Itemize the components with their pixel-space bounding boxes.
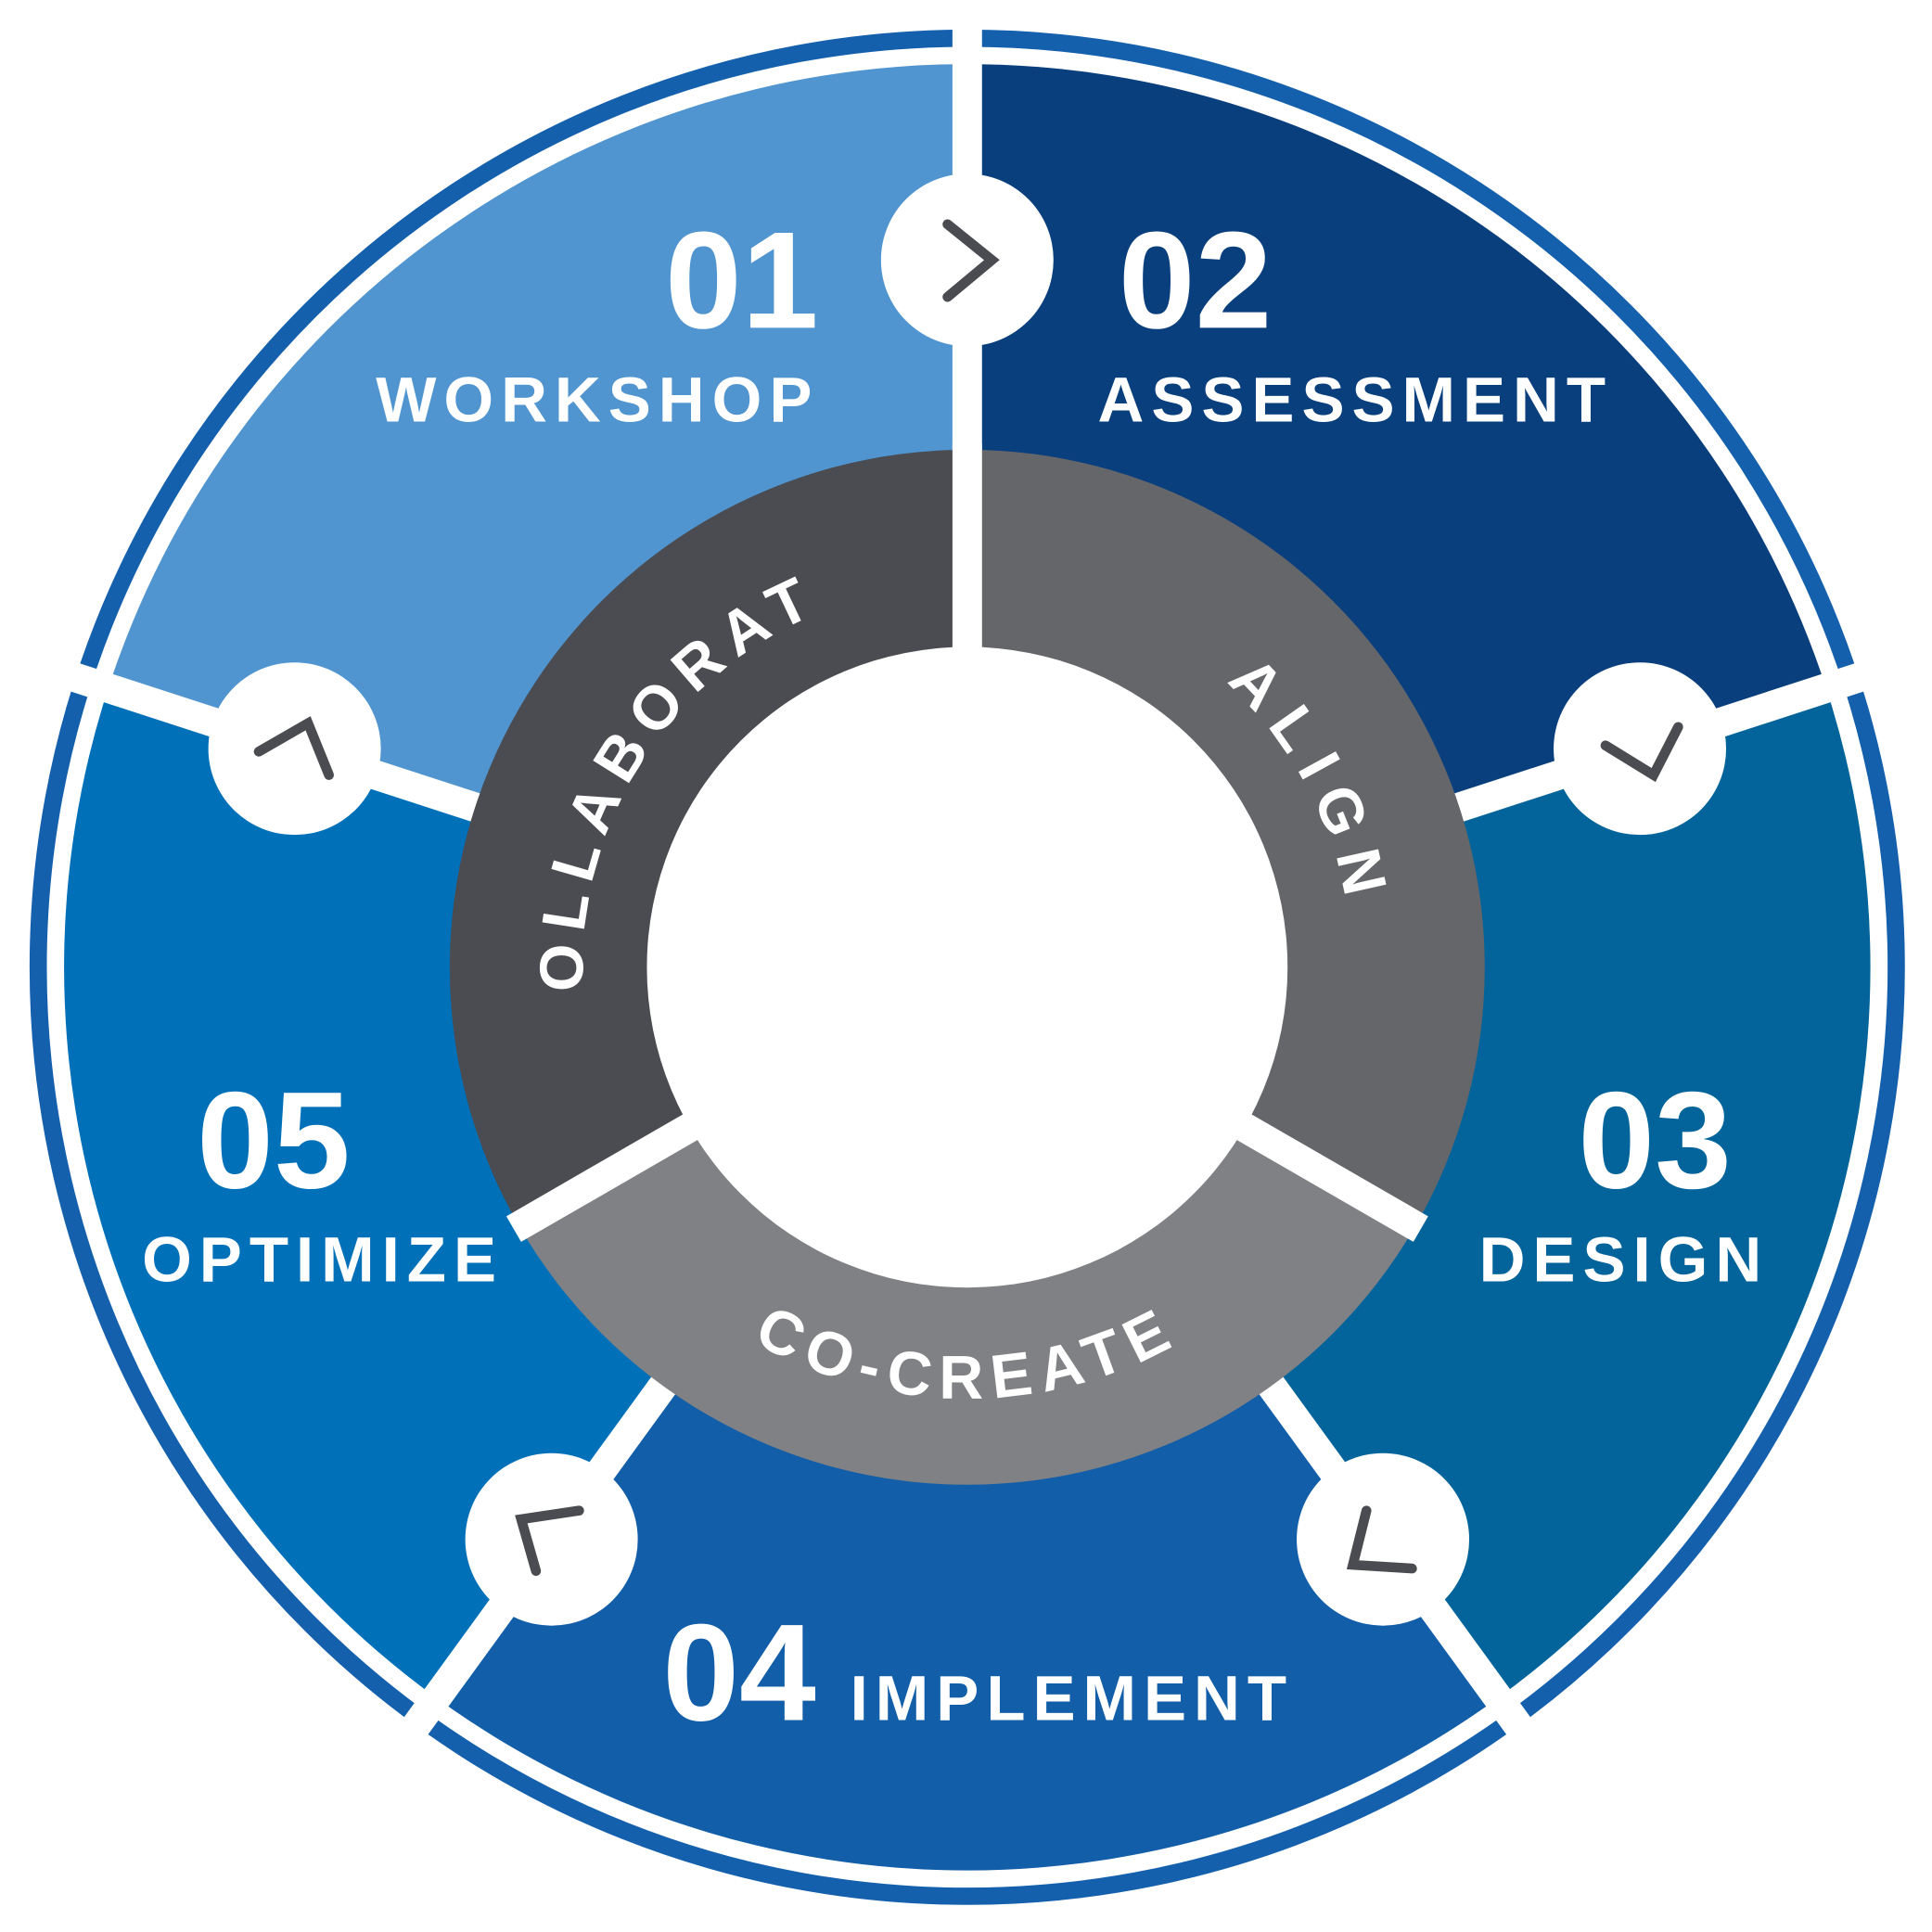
phase-label: OPTIMIZE [142, 1223, 504, 1296]
phase-label: IMPLEMENT [851, 1662, 1294, 1734]
center-hole [646, 646, 1288, 1288]
inner-segment-co-create [518, 1124, 1416, 1485]
inner-segment-align [966, 449, 1485, 1226]
phase-label: WORKSHOP [376, 363, 819, 435]
phase-number: 05 [197, 1063, 350, 1218]
phase-segment-03 [436, 1384, 1499, 1871]
inner-segment-collaborate [449, 449, 967, 1226]
phase-number: 03 [1578, 1063, 1731, 1218]
phase-04: 04 IMPLEMENT [662, 1595, 1294, 1750]
phase-segment-05 [108, 64, 967, 809]
clock-icon [208, 662, 381, 836]
phase-number: 01 [665, 202, 818, 357]
phase-segment-02 [1270, 687, 1871, 1698]
clock-icon [1554, 662, 1727, 836]
phase-01: 01 WORKSHOP [376, 202, 819, 435]
phase-number: 02 [1119, 202, 1272, 357]
phase-03: 03 DESIGN [1479, 1063, 1770, 1296]
phase-segment-04 [64, 687, 665, 1698]
clock-icon [880, 173, 1054, 347]
clock-icon [1297, 1452, 1470, 1626]
clock-icon [465, 1452, 638, 1626]
inner-divider [1226, 1108, 1428, 1242]
phase-label: ASSESSMENT [1098, 363, 1614, 435]
phase-label: DESIGN [1479, 1223, 1770, 1296]
phase-02: 02 ASSESSMENT [1098, 202, 1614, 435]
phase-05: 05 OPTIMIZE [142, 1063, 504, 1296]
phase-segment-01 [966, 64, 1826, 809]
phase-number: 04 [662, 1595, 815, 1750]
inner-divider [505, 1108, 709, 1242]
